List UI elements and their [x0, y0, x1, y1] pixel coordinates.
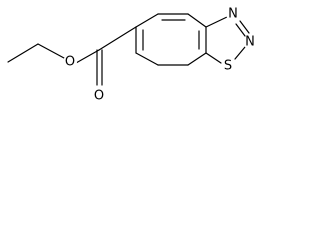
bond-n-lower-s: [234, 46, 246, 60]
molecule-diagram: O O N N S: [0, 0, 279, 132]
bond-ethyl-ch2-oxygen: [37, 43, 65, 59]
bond-ester-oxygen-carbonyl: [75, 49, 100, 64]
ester-oxygen-label: O: [65, 55, 75, 70]
bond-ring-c5-c6: [187, 52, 207, 66]
bond-ethyl-ch3-ch2: [7, 43, 39, 63]
ester-oxygen-atom: O: [63, 55, 77, 70]
nitrogen-upper-label: N: [228, 7, 238, 22]
bond-ring-c6-c1-b: [135, 52, 159, 66]
sulfur-atom: S: [221, 59, 235, 74]
bond-c5-s: [205, 52, 222, 64]
sulfur-label: S: [224, 59, 232, 74]
nitrogen-upper-atom: N: [226, 7, 240, 22]
bond-n-n-double-1: [235, 23, 246, 37]
nitrogen-lower-label: N: [245, 35, 255, 50]
structure-canvas: O O N N S: [7, 7, 257, 104]
bond-ring-c3-c4: [187, 13, 207, 28]
carbonyl-oxygen-atom: O: [92, 89, 106, 104]
carbonyl-oxygen-label: O: [94, 89, 104, 104]
bond-c4-n-upper: [205, 16, 228, 28]
bond-carbonyl-ring: [98, 26, 137, 51]
nitrogen-lower-atom: N: [243, 35, 257, 50]
bond-ring-c1-c2: [135, 13, 159, 28]
bond-n-n-double-2: [239, 20, 250, 34]
